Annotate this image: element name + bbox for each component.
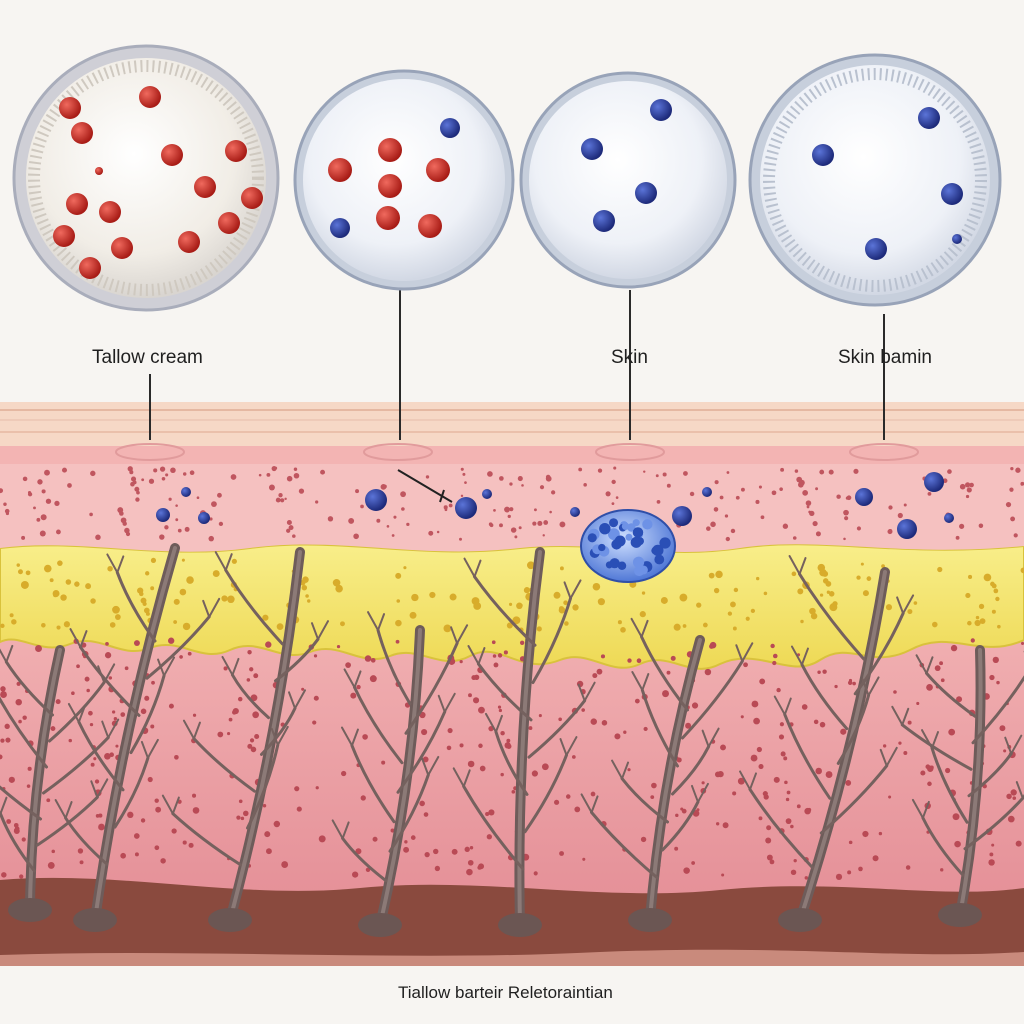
lipid-particle (139, 86, 161, 108)
lipid-particle (79, 257, 101, 279)
tallow-cream-circle (12, 44, 280, 312)
lipid-particle (99, 201, 121, 223)
lipid-particle (161, 144, 183, 166)
penetrating-particles (156, 472, 954, 539)
active-particle (581, 138, 603, 160)
penetration-arrow (397, 469, 453, 503)
lipid-particle (426, 158, 450, 182)
label-skin: Skin (611, 347, 648, 368)
active-particle (865, 238, 887, 260)
active-particle (941, 183, 963, 205)
active-particle (918, 107, 940, 129)
lipid-particle (53, 225, 75, 247)
label-tallow-cream: Tallow cream (92, 347, 203, 368)
active-particle (440, 118, 460, 138)
active-particle (650, 99, 672, 121)
mixed-circle (293, 69, 515, 291)
hair-roots (0, 543, 1024, 937)
lipid-particle (194, 176, 216, 198)
pointer-lines (149, 290, 885, 440)
lipid-particle (328, 158, 352, 182)
active-cluster (580, 509, 676, 583)
lipid-particle (378, 174, 402, 198)
lipid-particle (418, 214, 442, 238)
lipid-particle (376, 206, 400, 230)
lipid-particle (95, 167, 103, 175)
skin-circle (519, 71, 737, 289)
lipid-particle (378, 138, 402, 162)
active-particle (635, 182, 657, 204)
lipid-particle (111, 237, 133, 259)
epidermis-layer (0, 446, 1024, 552)
lipid-particle (225, 140, 247, 162)
figure-caption: Tiallow barteir Reletoraintian (398, 983, 613, 1002)
active-particle (812, 144, 834, 166)
skin-balm-circle (748, 53, 1002, 307)
lipid-particle (59, 97, 81, 119)
lipid-particle (66, 193, 88, 215)
active-particle (593, 210, 615, 232)
lipid-particle (218, 212, 240, 234)
skin-surface-pores (115, 443, 919, 461)
stratum-corneum (0, 402, 1024, 446)
active-particle (952, 234, 962, 244)
lipid-particle (178, 231, 200, 253)
active-particle (330, 218, 350, 238)
label-skin-balm: Skin bamin (838, 347, 932, 368)
lipid-particle (71, 122, 93, 144)
lipid-particle (241, 187, 263, 209)
